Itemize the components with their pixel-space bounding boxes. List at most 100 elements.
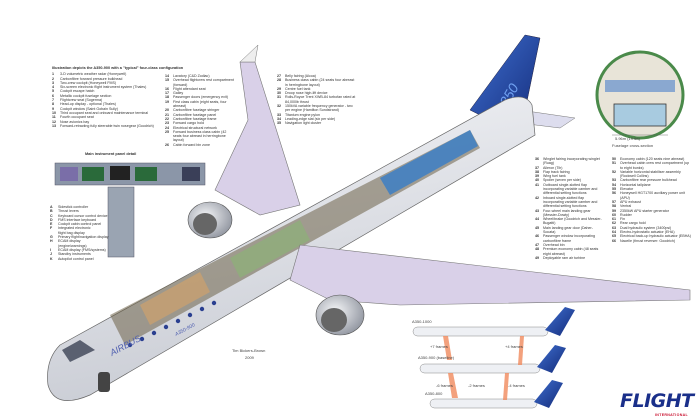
key-text: Sidestick controller	[58, 205, 89, 209]
key-text: Galley	[173, 91, 184, 96]
key-number: 47	[535, 242, 539, 247]
key-text: Six-screen electronic flight instrument …	[60, 85, 147, 90]
key-text: Dual hydraulic system (3400psi)	[620, 225, 672, 230]
nose-gear	[98, 372, 110, 392]
key-number: 20	[165, 108, 169, 113]
key-text: Nose avionics bay	[60, 119, 90, 124]
right-wing	[289, 244, 691, 306]
key-number: 2	[52, 76, 54, 81]
key-item: 4 Six-screen electronic flight instrument…	[52, 85, 162, 89]
key-number: 26	[165, 142, 169, 147]
key-number: 4	[52, 85, 54, 90]
key-text: Overhead bin	[543, 242, 565, 247]
key-text: Rolls-Royce Trent XWB-84 turbofan rated …	[285, 95, 356, 104]
key-text: 3-D volumetric weather radar (Honeywell)	[60, 72, 127, 77]
key-number: A	[50, 205, 53, 209]
key-number: 46	[535, 234, 539, 239]
key-number: 17	[165, 91, 169, 96]
key-number: 52	[612, 169, 616, 174]
variant-plane-900	[419, 345, 566, 374]
key-text: APU exhaust	[620, 199, 641, 204]
key-text: Rear cargo hold	[620, 221, 646, 226]
key-item: 40 Spoiler (seven per side)	[535, 178, 605, 182]
key-text: Nacelle (thrust reverser: Goodrich)	[620, 238, 676, 243]
key-text: Honeywell HGT1700 auxiliary power unit (…	[620, 191, 685, 200]
key-text: Centre fuel tank	[285, 86, 311, 91]
key-text: Metallic cockpit fuselage section	[60, 93, 112, 98]
key-text: flight bag display	[58, 230, 85, 235]
key-text: Cockpit escape hatch	[60, 89, 95, 94]
key-number: 18	[165, 95, 169, 100]
key-text: Lavatory (C&D Zodiac)	[173, 74, 210, 78]
key-text: Electro-hydrostatic actuator (EHA)	[620, 230, 675, 235]
frame-marker	[518, 336, 524, 365]
key-text: Electrical structural network	[173, 125, 217, 130]
artist-name: Tim Bickers-Brown	[232, 348, 266, 353]
key-number: D	[50, 217, 53, 222]
key-number: 3	[52, 80, 54, 85]
key-text: Forward business class cabin (42 seats f…	[173, 129, 227, 143]
key-text: Premium economy cabin (48 seats eight ab…	[543, 247, 599, 256]
key-number: 32	[277, 104, 281, 109]
left-engine-intake	[193, 213, 217, 235]
key-text: Electrical back-up hydraulic actuator (E…	[620, 234, 691, 239]
key-text: Spoiler (seven per side)	[543, 178, 581, 183]
key-text: Inboard single-slotted flap incorporatin…	[543, 195, 598, 209]
key-text: Cockpit window (Saint Gobain Sully)	[60, 106, 118, 111]
variant-note: -6 frames	[436, 383, 453, 388]
variant-label-800: A350-800	[425, 391, 443, 396]
key-item: 17 Galley	[165, 91, 235, 95]
key-text: Cockpit cabin control panel	[58, 222, 102, 227]
key-text: Passenger doors (emergency exit)	[173, 95, 228, 100]
key-number: 34	[277, 116, 281, 121]
key-number: 22	[165, 116, 169, 121]
key-text: Head-up display - optional (Thales)	[60, 102, 116, 107]
main-instrument-panel	[54, 162, 206, 258]
key-number: 23	[165, 121, 169, 126]
cockpit-detail-title: Main instrument panel detail	[85, 152, 137, 156]
key-text: Fin	[620, 217, 625, 222]
key-text: Navigation light cluster	[285, 121, 322, 126]
key-number: 10	[52, 110, 56, 115]
key-text: Rudder	[620, 212, 632, 217]
key-number: 50	[612, 157, 616, 161]
variant-label-900: A350-900 (baseline)	[418, 355, 455, 360]
key-number: 31	[277, 95, 281, 100]
key-column-1: Illustration depicts the A350-900 with a…	[52, 66, 183, 128]
key-text: Forward cargo hold	[173, 121, 204, 126]
key-number: 56	[612, 191, 616, 196]
key-number: G	[50, 235, 53, 240]
key-text: Forward-retracting fully steerable twin …	[60, 123, 154, 128]
key-number: 40	[535, 178, 539, 183]
key-text: Outboard single-slotted flap incorporati…	[543, 182, 598, 196]
variant-note: -2 frames	[468, 383, 485, 388]
key-text: Primary flight/navigation display	[58, 235, 109, 240]
